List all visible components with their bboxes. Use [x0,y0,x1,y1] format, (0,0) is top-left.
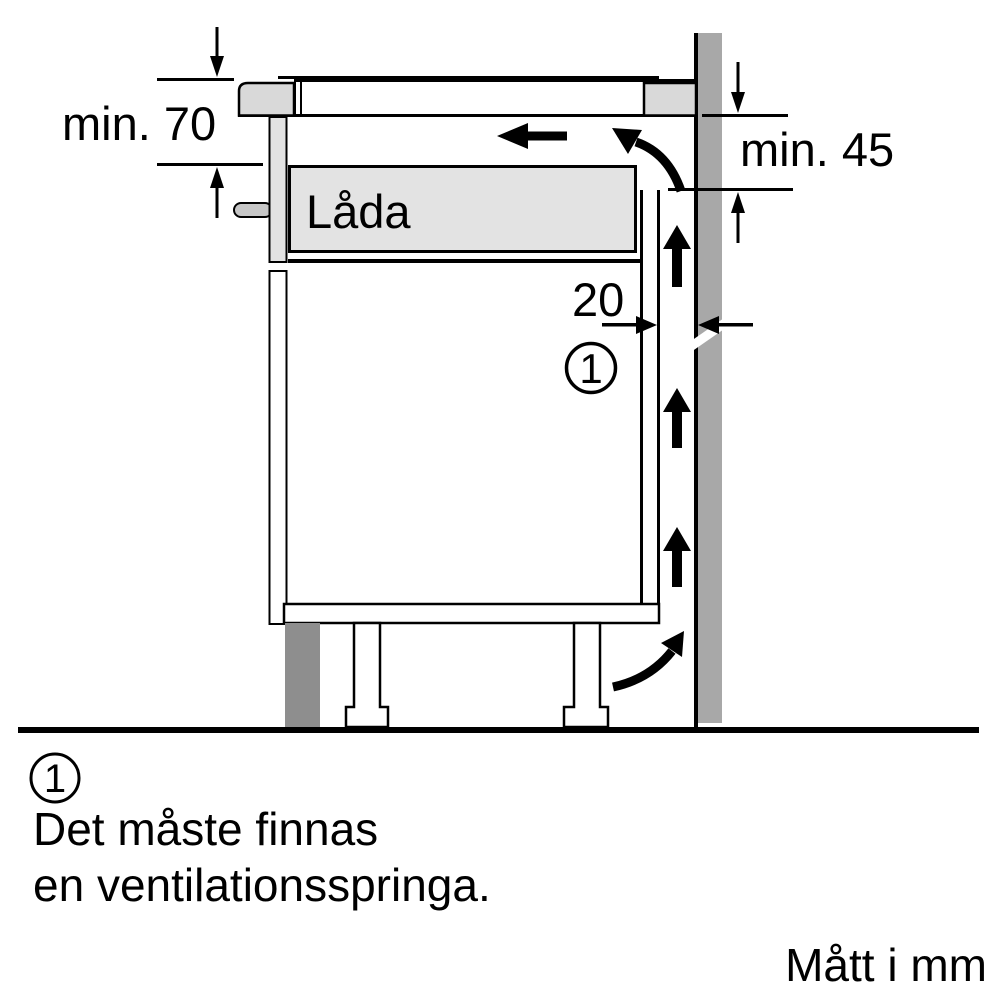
min70-line-bottom [157,163,263,166]
dimension-min70: min. 70 [62,27,263,218]
min45-arrow-down-stem [736,62,740,93]
drawer-handle [233,202,273,218]
cabinet-door-panel [268,270,288,625]
min70-arrow-down-stem [215,27,219,58]
min45-label: min. 45 [740,123,894,176]
worktop-top-line [295,79,697,82]
caption-line-2: en ventilationsspringa. [33,859,491,911]
wall-fill [698,33,722,723]
cabinet-leg-right [562,621,610,729]
caption-line-1: Det måste finnas [33,803,378,855]
worktop-bottom-line [238,114,697,117]
callout-number: 1 [579,345,602,392]
gap20-arrow-left-head [698,316,719,334]
min70-arrow-up-head [210,167,224,188]
drawer-label: Låda [306,185,411,238]
callout-1-marker: 1 [564,341,618,395]
airflow-curve-bottom-head [661,631,684,657]
hob-edge-block-right [642,81,698,117]
airflow-arrow-up-2 [663,388,691,448]
min70-label: min. 70 [62,97,216,150]
dimension-gap20: 20 [572,273,753,334]
units-note: Mått i mm [785,939,987,991]
wall-edge-line [694,33,698,727]
wall [694,33,722,727]
gap20-arrow-left-stem [717,323,753,327]
caption: 1 Det måste finnas en ventilationsspring… [29,752,491,911]
airflow-curve-top-head [612,128,642,154]
min45-line-top [702,114,788,117]
worktop-cutout-line-2 [300,77,302,117]
cabinet: Låda [233,116,661,729]
cabinet-back-line-outer [657,190,660,604]
gap20-label: 20 [572,273,624,326]
airflow-arrow-up-3 [663,527,691,587]
cabinet-bottom-slab [282,602,661,625]
min70-line-top [157,78,234,81]
min45-arrow-up-head [731,192,745,213]
airflow-curve-top [634,137,686,193]
caption-marker-circle [29,752,81,804]
min45-arrow-up-stem [736,211,740,243]
min70-arrow-down-head [210,56,224,77]
airflow-arrows [497,123,691,692]
gap20-arrow-right-stem [602,323,638,327]
callout-circle [564,341,618,395]
cabinet-leg-left [344,621,390,729]
gap20-arrow-right-head [636,316,657,334]
worktop-hob-assembly [237,76,698,117]
drawer-front-panel [268,116,288,263]
airflow-arrow-up-1 [663,225,691,287]
cabinet-back-line-inner [640,190,643,604]
min70-arrow-up-stem [215,186,219,218]
min45-arrow-down-head [731,92,745,113]
caption-marker-number: 1 [44,757,66,801]
dimension-min45: min. 45 [668,62,894,243]
hob-glass-line [278,76,659,79]
plinth [285,623,320,727]
drawer-shelf-line [288,259,640,263]
hob-edge-block-left [237,81,296,117]
floor-line [18,727,979,733]
min45-line-bottom [668,188,793,191]
airflow-curve-bottom [611,648,676,692]
drawer-box [288,165,637,253]
airflow-arrow-left [497,123,567,149]
